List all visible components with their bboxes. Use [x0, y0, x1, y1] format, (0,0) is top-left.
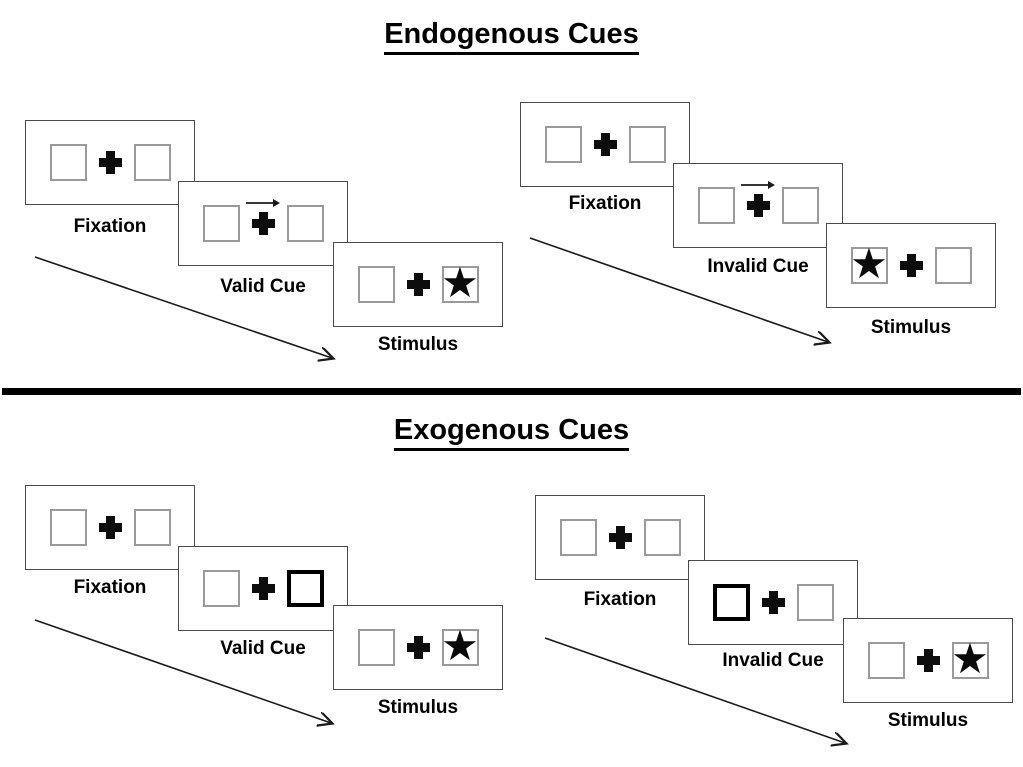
- card-fixation: [25, 120, 195, 205]
- card-label: Stimulus: [870, 317, 952, 338]
- card-invalid-cue: [673, 163, 843, 248]
- left-box: [697, 187, 735, 224]
- right-box: [628, 126, 666, 163]
- card-label: Stimulus: [377, 334, 459, 355]
- section-title-exogenous: Exogenous Cues: [0, 414, 1023, 451]
- fixation-cross-icon: [746, 194, 770, 217]
- right-box: [133, 509, 171, 546]
- right-box: [286, 205, 324, 242]
- left-box: [202, 205, 240, 242]
- left-box: [544, 126, 582, 163]
- star-icon: ★: [441, 621, 479, 670]
- fixation-cross-icon: [899, 254, 923, 277]
- card-label: Valid Cue: [220, 276, 306, 297]
- card-stimulus: ★: [333, 242, 503, 327]
- card-fixation: [535, 495, 705, 580]
- card-label: Fixation: [73, 216, 147, 237]
- card-valid-cue: [178, 181, 348, 266]
- card-stimulus: ★: [333, 605, 503, 690]
- card-label: Fixation: [568, 193, 642, 214]
- fixation-cross-icon: [251, 212, 275, 235]
- left-box: [202, 570, 240, 607]
- right-box: ★: [441, 262, 479, 304]
- fixation-cross-icon: [406, 273, 430, 296]
- card-stimulus: ★: [843, 618, 1013, 703]
- fixation-cross-icon: [251, 577, 275, 600]
- right-box: ★: [441, 625, 479, 667]
- card-label: Valid Cue: [220, 638, 306, 659]
- right-box: [643, 519, 681, 556]
- card-valid-cue: [178, 546, 348, 631]
- card-label: Invalid Cue: [722, 650, 824, 671]
- left-box: ★: [850, 243, 888, 285]
- right-box: ★: [951, 638, 989, 680]
- left-box: [49, 144, 87, 181]
- card-label: Invalid Cue: [707, 256, 809, 277]
- right-box-highlighted: [286, 570, 324, 607]
- fixation-cross-icon: [761, 591, 785, 614]
- section-title-endogenous: Endogenous Cues: [0, 18, 1023, 55]
- section-divider: [2, 388, 1021, 395]
- right-arrow-icon: [741, 181, 775, 189]
- right-box: [796, 584, 834, 621]
- fixation-cross-icon: [593, 133, 617, 156]
- card-label: Stimulus: [377, 697, 459, 718]
- fixation-cross-icon: [98, 516, 122, 539]
- right-box: [781, 187, 819, 224]
- left-box: [357, 629, 395, 666]
- left-box: [49, 509, 87, 546]
- left-box: [867, 642, 905, 679]
- time-sequence-arrow: [34, 256, 345, 369]
- time-sequence-arrow: [34, 619, 345, 733]
- star-icon: ★: [951, 634, 989, 683]
- card-stimulus: ★: [826, 223, 996, 308]
- left-box: [559, 519, 597, 556]
- fixation-cross-icon: [916, 649, 940, 672]
- card-fixation: [520, 102, 690, 187]
- time-sequence-arrow: [544, 637, 857, 755]
- right-box: [133, 144, 171, 181]
- card-invalid-cue: [688, 560, 858, 645]
- card-label: Stimulus: [887, 710, 969, 731]
- star-icon: ★: [850, 239, 888, 288]
- fixation-cross-icon: [608, 526, 632, 549]
- card-label: Fixation: [583, 589, 657, 610]
- card-label: Fixation: [73, 577, 147, 598]
- fixation-cross-icon: [98, 151, 122, 174]
- right-arrow-icon: [246, 199, 280, 207]
- time-sequence-arrow: [529, 237, 840, 353]
- fixation-cross-icon: [406, 636, 430, 659]
- left-box: [357, 266, 395, 303]
- left-box-highlighted: [712, 584, 750, 621]
- right-box: [934, 247, 972, 284]
- star-icon: ★: [441, 258, 479, 307]
- card-fixation: [25, 485, 195, 570]
